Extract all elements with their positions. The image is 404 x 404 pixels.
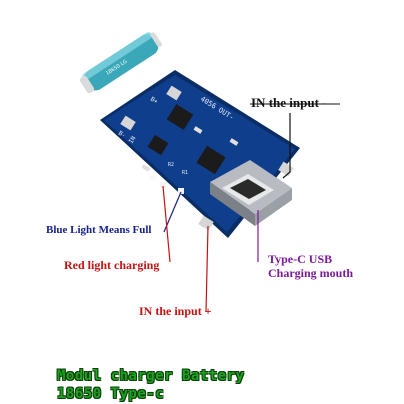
pad-b-plus bbox=[166, 85, 182, 101]
charger-chip bbox=[196, 145, 226, 175]
usb-c-connector-icon bbox=[210, 160, 292, 226]
silk-r3: R3 bbox=[150, 176, 156, 182]
label-in-plus: IN the input + bbox=[139, 304, 212, 318]
protection-chip bbox=[166, 104, 194, 130]
led-blue bbox=[178, 188, 184, 194]
silk-r1: R1 bbox=[182, 170, 188, 176]
label-blue-light: Blue Light Means Full bbox=[46, 224, 152, 236]
pad-in-plus bbox=[198, 215, 214, 231]
leader-lines bbox=[162, 103, 340, 313]
battery-icon: 18650 LG bbox=[79, 32, 162, 94]
silk-b-minus: B- bbox=[117, 130, 127, 140]
label-in-minus: IN the input - bbox=[251, 95, 327, 110]
line-in-minus bbox=[282, 113, 291, 179]
line-red bbox=[162, 185, 171, 263]
caption-line2: 18650 Type-c bbox=[57, 386, 165, 402]
silk-b-plus: B+ bbox=[149, 96, 159, 106]
line-in-plus bbox=[205, 225, 209, 313]
label-typec-line1: Type-C USB bbox=[268, 252, 333, 266]
caption-line1: Modul charger Battery bbox=[57, 368, 245, 384]
label-red-light: Red light charging bbox=[64, 258, 160, 272]
mosfet-chip bbox=[147, 134, 169, 156]
silk-r2: R2 bbox=[168, 162, 174, 168]
label-typec-line2: Charging mouth bbox=[268, 266, 354, 280]
pad-b-minus bbox=[120, 115, 136, 131]
led-red bbox=[160, 182, 166, 188]
